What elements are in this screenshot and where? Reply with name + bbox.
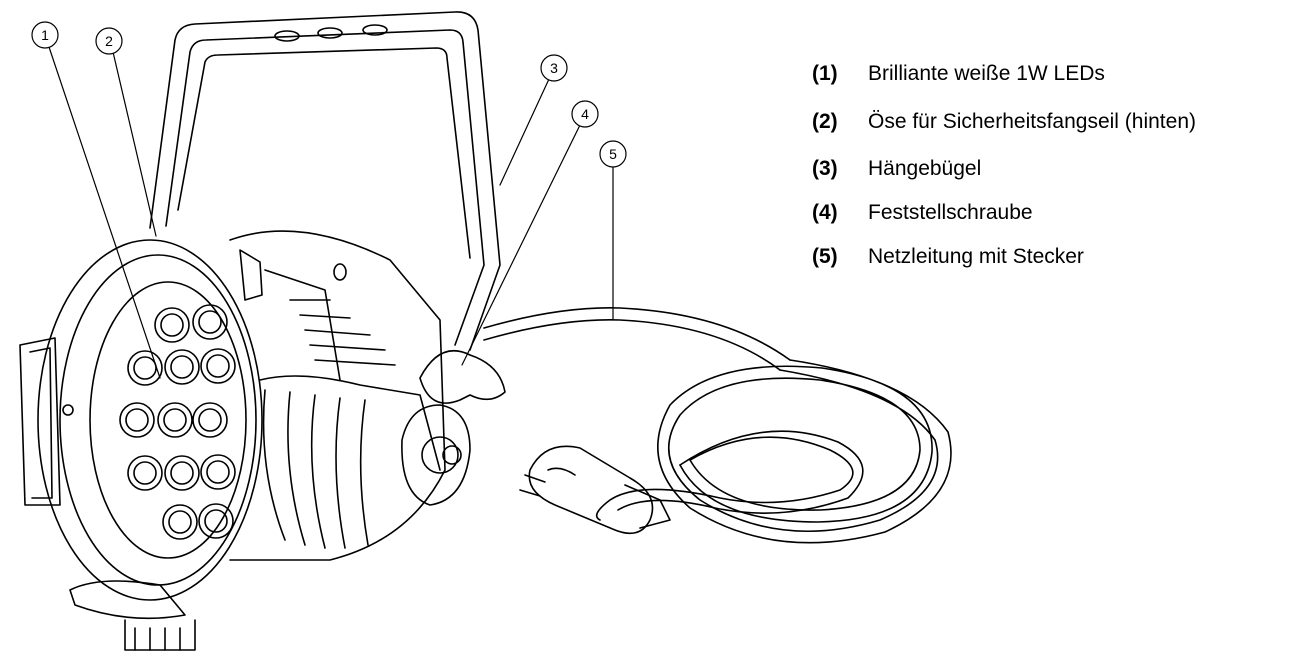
hanging-bracket: [149, 11, 501, 351]
callout-4: 4: [571, 100, 599, 128]
led: [200, 454, 236, 490]
leader-lines: [48, 46, 614, 379]
callout-5: 5: [599, 140, 627, 168]
led: [164, 349, 200, 385]
callout-1: 1: [31, 21, 59, 49]
power-cable: [483, 307, 952, 544]
lamp-body: [229, 230, 446, 561]
led: [127, 455, 163, 491]
callout-number: 4: [581, 106, 589, 122]
plug: [519, 445, 671, 535]
callout-number: 1: [41, 27, 49, 43]
led: [198, 503, 234, 539]
led: [154, 307, 190, 343]
locking-screw: [401, 350, 506, 506]
callout-3: 3: [540, 54, 568, 82]
led: [192, 304, 228, 340]
led: [162, 504, 198, 540]
led: [157, 402, 193, 438]
front-ring: [19, 239, 263, 651]
callout-2: 2: [95, 27, 123, 55]
callout-number: 2: [105, 33, 113, 49]
led: [192, 402, 228, 438]
led-array: [119, 304, 236, 540]
led: [119, 402, 155, 438]
led: [164, 455, 200, 491]
callout-number: 3: [550, 60, 558, 76]
led: [127, 350, 163, 386]
callout-number: 5: [609, 146, 617, 162]
led: [200, 348, 236, 384]
